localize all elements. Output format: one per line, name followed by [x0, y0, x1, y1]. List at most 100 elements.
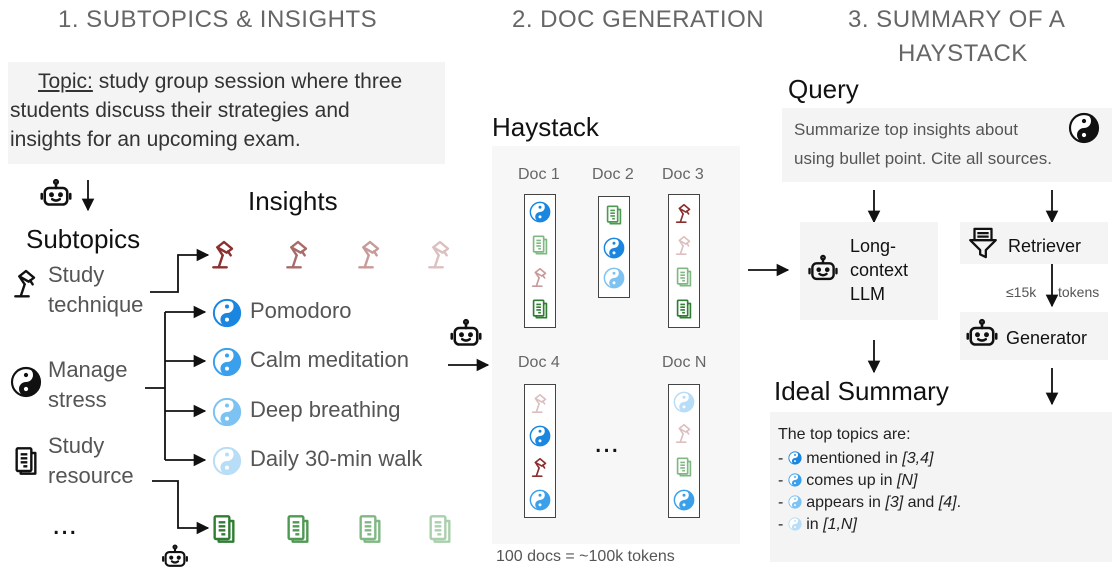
topic-label: Topic:	[38, 70, 93, 93]
bullet-citation: [3]	[885, 494, 904, 511]
bullet-citation: [N]	[896, 472, 918, 489]
bullet-text: mentioned in	[801, 450, 903, 467]
lamp-icon	[673, 233, 695, 257]
topic-line-1: Topic: study group session where three	[38, 70, 402, 94]
document-icon	[10, 444, 42, 478]
doc-4-stack	[524, 384, 556, 518]
budget-prefix: ≤15k	[1006, 284, 1037, 300]
robot-icon-llm	[806, 252, 840, 286]
bullet-joiner: and	[903, 494, 939, 511]
query-title: Query	[788, 74, 859, 104]
generator-label: Generator	[1006, 328, 1088, 348]
long-context-llm-box	[800, 222, 938, 320]
llm-label-line3: LLM	[850, 284, 886, 304]
subtopic-study-technique-line1: Study	[48, 262, 105, 287]
yin-yang-icon	[529, 425, 551, 447]
lamp-icon-3	[354, 236, 386, 272]
budget-suffix: tokens	[1058, 284, 1100, 300]
subtopic-manage-stress-line1: Manage	[48, 357, 128, 382]
header-step-1: 1. SUBTOPICS & INSIGHTS	[58, 6, 378, 33]
doc-icon-2	[282, 510, 314, 548]
topic-text-1: study group session where three	[92, 70, 403, 93]
filter-icon	[966, 226, 1000, 260]
doc-icon	[603, 203, 625, 227]
query-line-1: Summarize top insights about	[794, 120, 1018, 139]
bullet-text: in	[801, 516, 824, 533]
summary-box	[770, 412, 1112, 562]
insight-pomodoro: Pomodoro	[250, 298, 352, 323]
subtopic-study-resource-line2: resource	[48, 463, 134, 488]
lamp-icon	[673, 201, 695, 225]
retriever-label: Retriever	[1008, 236, 1082, 256]
yin-yang-icon	[673, 391, 695, 413]
yin-yang-icon	[603, 267, 625, 289]
bullet-dash: -	[778, 494, 784, 511]
doc-icon-1	[208, 510, 240, 548]
doc-icon-4	[424, 510, 456, 548]
doc-4-label: Doc 4	[518, 354, 560, 371]
yin-yang-icon	[788, 473, 802, 487]
lamp-icon	[529, 391, 551, 415]
doc-icon	[529, 233, 551, 257]
doc-icon	[673, 297, 695, 321]
lamp-icon	[529, 455, 551, 479]
summary-intro: The top topics are:	[778, 426, 911, 443]
yin-yang-icon	[10, 366, 42, 398]
yin-yang-icon	[529, 201, 551, 223]
yin-yang-icon	[603, 237, 625, 259]
summary-bullet-3: - appears in [3] and [4].	[778, 494, 961, 512]
doc-icon	[673, 455, 695, 479]
desk-lamp-icon	[10, 266, 42, 300]
robot-icon-generator-box	[964, 316, 1000, 352]
topic-box	[8, 62, 445, 164]
topic-line-3: insights for an upcoming exam.	[10, 128, 301, 151]
doc-3-label: Doc 3	[662, 166, 704, 183]
haystack-ellipsis: ...	[594, 426, 620, 459]
subtopic-manage-stress-line2: stress	[48, 387, 107, 412]
yin-yang-icon	[788, 517, 802, 531]
insight-calm-meditation: Calm meditation	[250, 347, 409, 372]
insights-title: Insights	[248, 186, 338, 216]
lamp-icon-4	[424, 236, 456, 272]
subtopics-title: Subtopics	[26, 224, 141, 254]
query-box	[782, 108, 1112, 182]
lamp-icon-2	[282, 236, 314, 272]
yin-yang-icon	[788, 495, 802, 509]
summary-bullet-2: - comes up in [N]	[778, 472, 917, 490]
yin-yang-icon-2	[212, 347, 242, 377]
topic-line-2: students discuss their strategies and	[10, 99, 350, 122]
robot-icon	[38, 176, 74, 212]
yin-yang-icon	[673, 489, 695, 511]
subtopic-study-technique-line2: technique	[48, 292, 144, 317]
doc-icon	[673, 265, 695, 289]
robot-icon-bottom	[160, 542, 190, 572]
haystack-footer: 100 docs = ~100k tokens	[496, 548, 675, 565]
doc-n-stack	[668, 384, 700, 518]
robot-icon-generator	[448, 316, 484, 352]
yin-yang-icon-query	[1068, 112, 1100, 144]
bullet-text: appears in	[801, 494, 886, 511]
bullet-citation: [1,N]	[823, 516, 857, 533]
summary-bullet-4: - in [1,N]	[778, 516, 857, 534]
yin-yang-icon	[529, 489, 551, 511]
haystack-title: Haystack	[492, 112, 599, 142]
doc-1-label: Doc 1	[518, 166, 560, 183]
yin-yang-icon-4	[212, 446, 242, 476]
lamp-icon-1	[208, 236, 240, 272]
insight-daily-walk: Daily 30-min walk	[250, 446, 423, 471]
yin-yang-icon	[788, 451, 802, 465]
bullet-citation: [3,4]	[902, 450, 934, 467]
llm-label-line2: context	[850, 260, 909, 280]
doc-2-label: Doc 2	[592, 166, 634, 183]
yin-yang-icon-1	[212, 298, 242, 328]
lamp-icon	[673, 421, 695, 445]
header-step-3-line1: 3. SUMMARY OF A	[848, 6, 1066, 33]
subtopics-ellipsis: ...	[52, 508, 78, 541]
lamp-icon	[529, 265, 551, 289]
bullet-dash: -	[778, 472, 784, 489]
bullet-citation-2: [4]	[938, 494, 957, 511]
subtopic-study-resource-line1: Study	[48, 433, 105, 458]
yin-yang-icon-3	[212, 397, 242, 427]
insight-deep-breathing: Deep breathing	[250, 397, 401, 422]
